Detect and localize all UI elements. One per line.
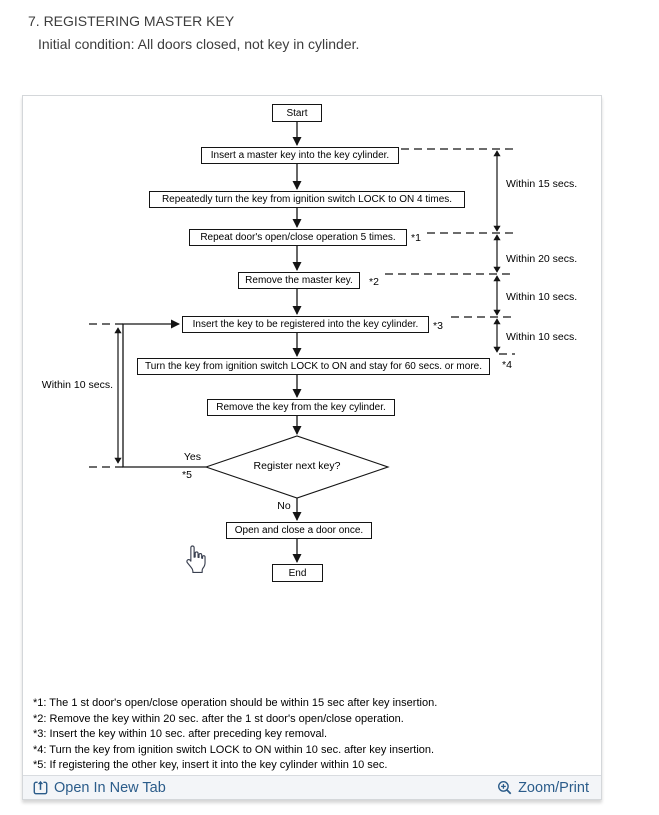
zoom-print-link[interactable]: Zoom/Print [497, 780, 591, 796]
ref-4: *4 [502, 359, 512, 371]
diagram-panel: Start Insert a master key into the key c… [22, 95, 602, 800]
open-in-new-tab-link[interactable]: Open In New Tab [33, 780, 166, 796]
ref-5: *5 [182, 469, 192, 481]
footnote-1: *1: The 1 st door's open/close operation… [33, 697, 438, 709]
timing-within-10-secs-a: Within 10 secs. [506, 291, 578, 303]
flow-node-start: Start [272, 104, 322, 122]
ref-1: *1 [411, 232, 421, 244]
footnote-5: *5: If registering the other key, insert… [33, 759, 388, 771]
timing-within-10-secs-b: Within 10 secs. [506, 331, 578, 343]
flow-node-remove-master-key: Remove the master key. [238, 272, 360, 289]
footnote-4: *4: Turn the key from ignition switch LO… [33, 743, 435, 756]
flow-node-remove-key-from-cylinder: Remove the key from the key cylinder. [207, 399, 395, 416]
flow-node-insert-master-key: Insert a master key into the key cylinde… [201, 147, 399, 164]
flowchart-canvas[interactable]: Start Insert a master key into the key c… [23, 96, 601, 775]
flow-node-turn-lock-on-4-times: Repeatedly turn the key from ignition sw… [149, 191, 465, 208]
ref-2: *2 [369, 276, 379, 288]
footnote-3: *3: Insert the key within 10 sec. after … [33, 728, 328, 740]
footnotes-block: *1: The 1 st door's open/close operation… [33, 696, 437, 774]
hand-pointer-cursor-icon [186, 545, 206, 574]
decision-yes-label: Yes [183, 451, 201, 463]
flow-node-end: End [272, 564, 323, 582]
timing-within-10-secs-left: Within 10 secs. [41, 379, 113, 391]
zoom-in-icon [498, 781, 512, 795]
flow-node-repeat-door-5-times: Repeat door's open/close operation 5 tim… [189, 229, 407, 246]
timing-within-15-secs: Within 15 secs. [506, 178, 578, 190]
ref-3: *3 [433, 320, 443, 332]
open-in-new-tab-icon [33, 780, 48, 795]
zoom-print-label: Zoom/Print [518, 779, 589, 796]
footnote-2: *2: Remove the key within 20 sec. after … [33, 712, 404, 725]
decision-no-label: No [277, 500, 291, 512]
open-in-new-tab-label: Open In New Tab [54, 779, 166, 796]
flow-node-open-close-door-once: Open and close a door once. [226, 522, 372, 539]
decision-diamond [204, 435, 390, 499]
timing-within-20-secs: Within 20 secs. [506, 253, 578, 265]
page-subtitle: Initial condition: All doors closed, not… [38, 36, 360, 52]
flowchart-connectors [89, 122, 515, 563]
viewer-footer-bar: Open In New Tab Zoom/Print [23, 775, 601, 799]
flow-node-insert-key-to-register: Insert the key to be registered into the… [182, 316, 429, 333]
page-title: 7. REGISTERING MASTER KEY [28, 13, 235, 29]
flow-node-turn-lock-on-60-secs: Turn the key from ignition switch LOCK t… [137, 358, 490, 375]
decision-label: Register next key? [253, 460, 341, 472]
